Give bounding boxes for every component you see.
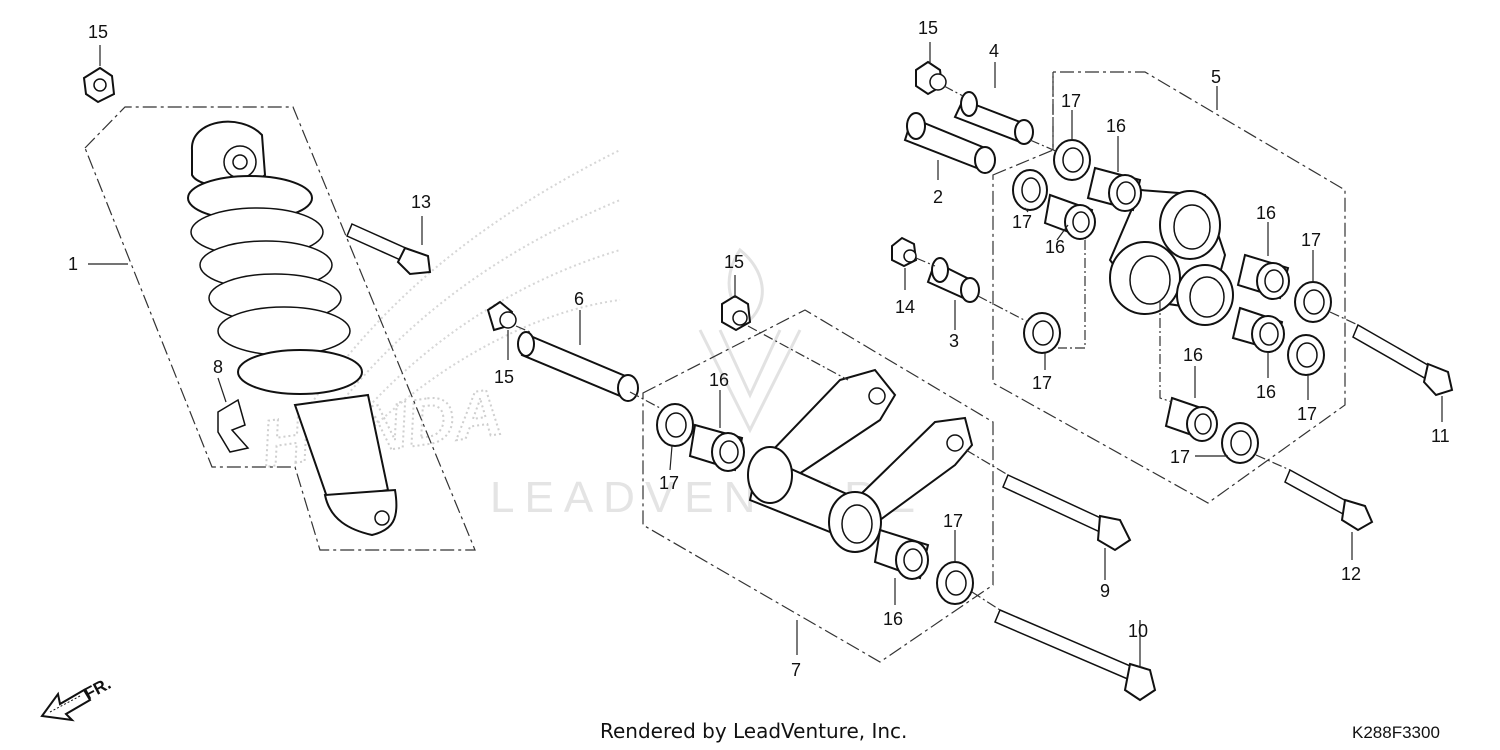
nut-15-top-right[interactable]: [915, 60, 947, 96]
caution-label[interactable]: [217, 398, 250, 453]
needle-bearing-16[interactable]: [1236, 253, 1290, 300]
callout-15-center-left: 15: [494, 367, 514, 387]
callout-16: 16: [1183, 345, 1203, 365]
collar-3[interactable]: [926, 257, 980, 303]
callout-3: 3: [949, 331, 959, 351]
collar-4[interactable]: [953, 91, 1034, 145]
callout-16: 16: [1256, 203, 1276, 223]
bolt-12[interactable]: [1284, 468, 1374, 532]
callout-labels: 1 2 3 4 5 6 7 8 9 10 11 12 13 14 15 15 1…: [68, 18, 1450, 680]
dust-seal-17[interactable]: [1023, 312, 1061, 354]
rear-shock-absorber[interactable]: [187, 120, 398, 537]
callout-16: 16: [1106, 116, 1126, 136]
bolt-11[interactable]: [1352, 323, 1454, 397]
needle-bearing-16[interactable]: [1086, 166, 1142, 212]
callout-16: 16: [709, 370, 729, 390]
callout-17: 17: [1012, 212, 1032, 232]
needle-bearing-16[interactable]: [1164, 396, 1218, 442]
bolt-9[interactable]: [1002, 473, 1132, 552]
callout-17: 17: [1170, 447, 1190, 467]
callout-15-top-right: 15: [918, 18, 938, 38]
nut-15-top-left[interactable]: [82, 66, 116, 104]
callout-17: 17: [1301, 230, 1321, 250]
collar-6[interactable]: [517, 331, 639, 402]
needle-bearing-16[interactable]: [688, 423, 745, 472]
callout-11: 11: [1431, 426, 1450, 446]
callout-6: 6: [574, 289, 584, 309]
callout-14: 14: [895, 297, 915, 317]
leadventure-logo-watermark: [698, 247, 802, 434]
callout-12: 12: [1341, 564, 1361, 584]
callout-17: 17: [943, 511, 963, 531]
needle-bearing-16[interactable]: [873, 528, 930, 580]
dust-seal-17[interactable]: [656, 403, 694, 447]
dust-seal-17[interactable]: [936, 561, 974, 605]
suspension-link-rod[interactable]: [747, 368, 974, 553]
callout-17: 17: [1061, 91, 1081, 111]
link-assembly-boundary: [642, 309, 994, 663]
callout-13: 13: [411, 192, 431, 212]
callout-15-center: 15: [724, 252, 744, 272]
callout-7: 7: [791, 660, 801, 680]
collar-2[interactable]: [903, 112, 996, 174]
callout-17: 17: [1032, 373, 1052, 393]
callout-10: 10: [1128, 621, 1148, 641]
nut-15-center-left[interactable]: [486, 300, 517, 332]
needle-bearing-16[interactable]: [1231, 306, 1285, 353]
axis-lines: [515, 72, 1359, 611]
callout-5: 5: [1211, 67, 1221, 87]
callout-1: 1: [68, 254, 78, 274]
callout-4: 4: [989, 41, 999, 61]
bolt-13[interactable]: [346, 223, 432, 276]
cushion-arm[interactable]: [1108, 188, 1234, 326]
callout-2: 2: [933, 187, 943, 207]
dust-seal-17[interactable]: [1294, 281, 1332, 323]
nut-14[interactable]: [891, 236, 918, 268]
bolt-10[interactable]: [994, 609, 1157, 702]
callout-8: 8: [213, 357, 223, 377]
leader-lines: [88, 42, 1443, 668]
callout-17: 17: [1297, 404, 1317, 424]
callout-17: 17: [659, 473, 679, 493]
front-direction-arrow: [40, 688, 92, 722]
diagram-code: K288F3300: [1352, 723, 1440, 742]
dust-seal-17[interactable]: [1221, 422, 1259, 464]
needle-bearing-16[interactable]: [1043, 193, 1096, 240]
footer-credit: Rendered by LeadVenture, Inc.: [600, 719, 907, 743]
callout-15-top-left: 15: [88, 22, 108, 42]
callout-16: 16: [883, 609, 903, 629]
honda-wing-watermark: [299, 149, 621, 441]
dust-seal-17[interactable]: [1012, 169, 1048, 211]
dust-seal-17[interactable]: [1053, 139, 1091, 181]
callout-16: 16: [1045, 237, 1065, 257]
shock-assembly-boundary: [84, 106, 476, 551]
dust-seal-17[interactable]: [1287, 334, 1325, 376]
callout-9: 9: [1100, 581, 1110, 601]
nut-15-center[interactable]: [721, 294, 752, 332]
callout-16: 16: [1256, 382, 1276, 402]
